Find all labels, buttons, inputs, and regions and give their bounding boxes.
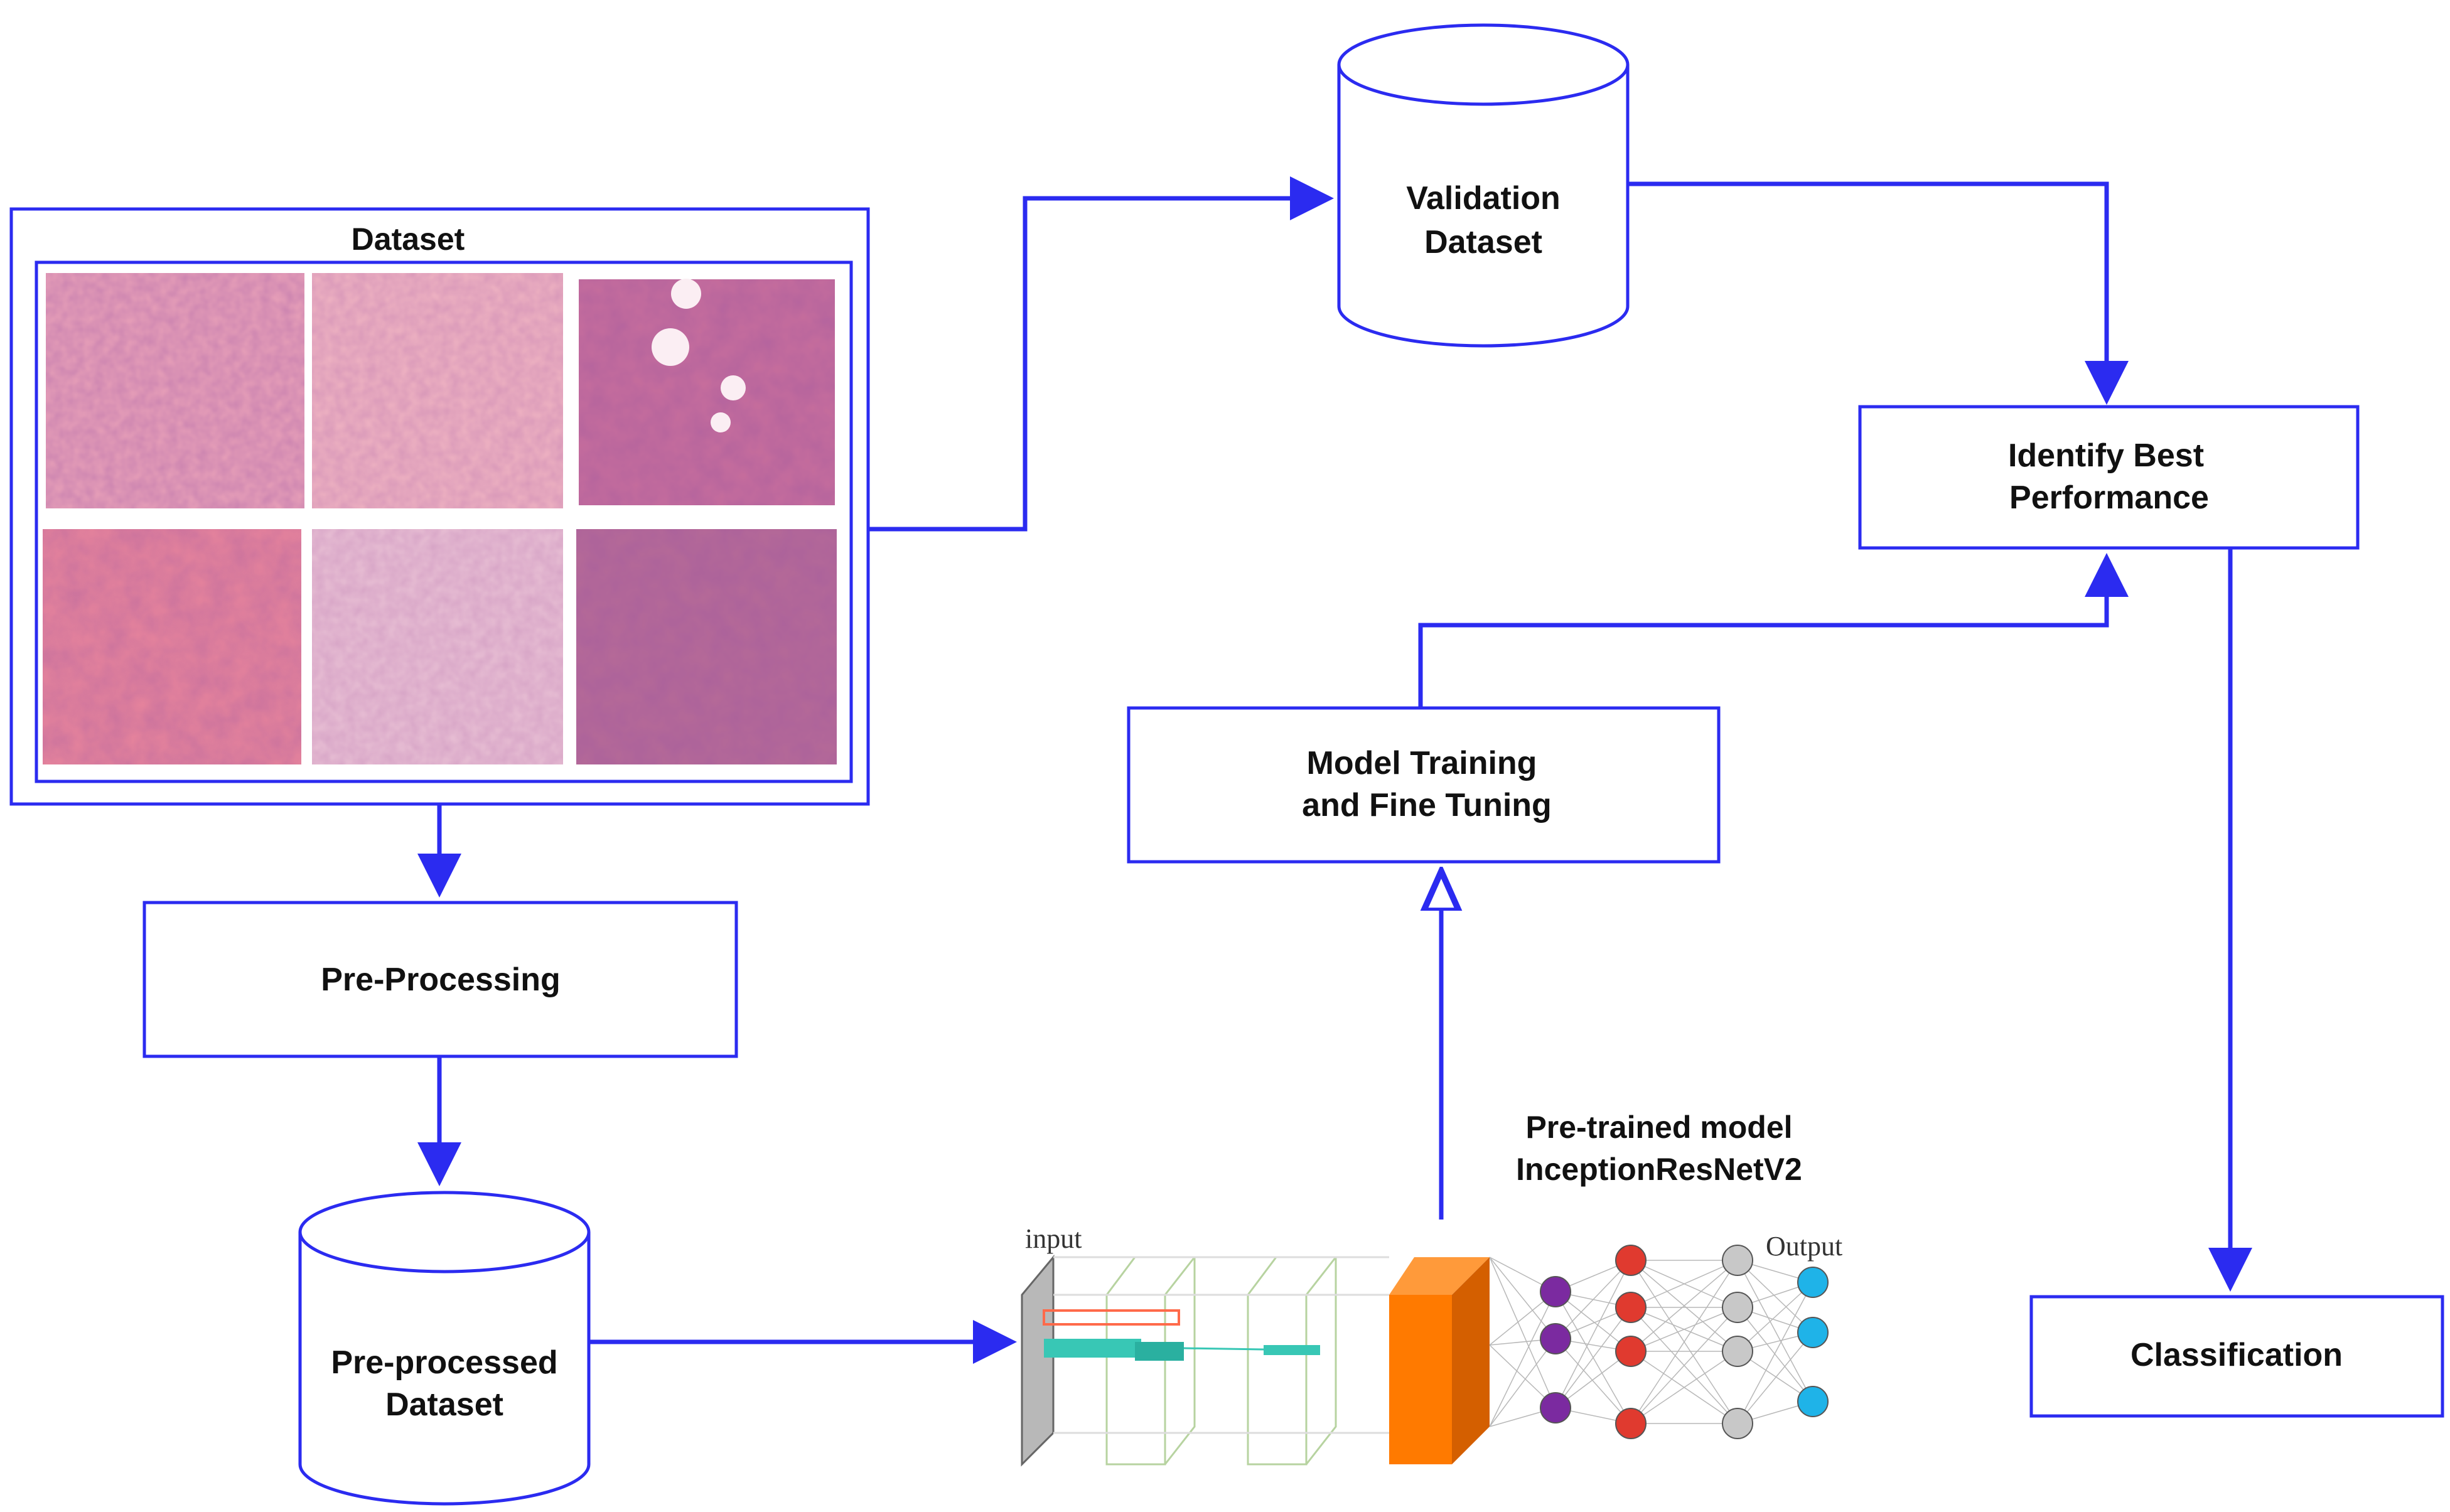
hidden2-node (1615, 1408, 1647, 1439)
identify-best-performance-box: Identify Best Performance (1858, 405, 2360, 550)
histology-image-6 (576, 529, 837, 764)
network-edge (1555, 1260, 1631, 1339)
hidden3-node (1722, 1292, 1753, 1323)
model-training-label-line2: and Fine Tuning (1302, 787, 1552, 823)
network-edge (1630, 1260, 1738, 1424)
pre-processing-box: Pre-Processing (142, 901, 738, 1058)
network-edge (1555, 1291, 1631, 1352)
pretrained-caption-line2: InceptionResNetV2 (1516, 1152, 1802, 1187)
network-edge (1737, 1307, 1813, 1402)
network-edge (1489, 1257, 1556, 1408)
network-output-label: Output (1766, 1231, 1842, 1262)
model-training-box: Model Training and Fine Tuning (1127, 706, 1721, 864)
hidden3-node (1722, 1336, 1753, 1367)
arrow-dataset-to-validation (868, 176, 1334, 532)
dense-block-front (1389, 1295, 1452, 1464)
pre-processed-label-line1: Pre-processed (331, 1344, 557, 1381)
network-edge (1630, 1307, 1738, 1352)
arrow-validation-to-identify (1628, 181, 2129, 405)
pretrained-caption-line1: Pre-trained model (1525, 1110, 1792, 1145)
hidden2-node (1615, 1245, 1647, 1276)
network-edge (1630, 1260, 1738, 1308)
dataset-title: Dataset (352, 222, 465, 257)
hidden2-node (1615, 1336, 1647, 1367)
network-edge (1555, 1338, 1631, 1424)
network-edge (1555, 1307, 1631, 1408)
hidden1-node (1540, 1392, 1571, 1424)
hidden1-node (1540, 1323, 1571, 1354)
dense-block-side (1452, 1257, 1490, 1464)
network-edge (1737, 1282, 1813, 1352)
input-layer-plate (1021, 1254, 1055, 1467)
network-input-label: input (1025, 1223, 1082, 1254)
hidden2-node (1615, 1292, 1647, 1323)
feature-bar-teal-1 (1044, 1339, 1141, 1358)
dense-block-top (1389, 1257, 1490, 1295)
flow-guides (1053, 1256, 1389, 1434)
validation-label-line1: Validation (1406, 180, 1561, 217)
flow-arrows (417, 176, 2252, 1364)
arrow-training-to-identify (1418, 553, 2129, 708)
histology-image-1 (46, 273, 304, 508)
histology-image-5 (312, 529, 563, 764)
inception-network-illustration: input Output (1021, 1223, 1842, 1467)
network-edge (1630, 1307, 1738, 1424)
model-training-label-line1: Model Training (1307, 745, 1537, 781)
validation-dataset-cylinder: Validation Dataset (1337, 23, 1630, 348)
hidden1-node (1540, 1276, 1571, 1307)
classification-label: Classification (2130, 1337, 2343, 1373)
network-edge (1737, 1260, 1813, 1333)
output-node (1797, 1267, 1829, 1298)
histology-image-4 (43, 529, 301, 764)
network-edge (1489, 1338, 1556, 1427)
network-edge (1555, 1260, 1631, 1408)
output-node (1797, 1317, 1829, 1348)
network-edge (1630, 1260, 1738, 1352)
network-edge (1737, 1332, 1813, 1424)
network-nodes (1540, 1245, 1829, 1439)
network-edge (1489, 1291, 1556, 1427)
validation-label-line2: Dataset (1424, 224, 1542, 260)
dataset-panel: Dataset (9, 207, 870, 806)
classification-box: Classification (2029, 1295, 2444, 1418)
feature-bar-red (1043, 1309, 1180, 1326)
histology-image-2 (312, 273, 563, 508)
feature-bar-teal-3 (1264, 1345, 1320, 1355)
network-edge (1630, 1351, 1738, 1424)
hidden3-node (1722, 1408, 1753, 1439)
network-edge (1737, 1260, 1813, 1402)
histology-image-3 (579, 279, 835, 505)
pre-processing-label: Pre-Processing (321, 962, 561, 998)
identify-label-line2: Performance (2009, 480, 2209, 516)
network-connections (1489, 1257, 1813, 1427)
network-edge (1737, 1282, 1813, 1424)
network-edge (1489, 1257, 1556, 1339)
hidden3-node (1722, 1245, 1753, 1276)
pre-processed-label-line2: Dataset (385, 1386, 503, 1423)
feature-bar-teal-2 (1135, 1342, 1184, 1361)
pre-processed-dataset-cylinder: Pre-processed Dataset (298, 1191, 591, 1506)
output-node (1797, 1386, 1829, 1417)
histology-image-grid (43, 273, 837, 764)
identify-label-line1: Identify Best (2008, 437, 2204, 474)
